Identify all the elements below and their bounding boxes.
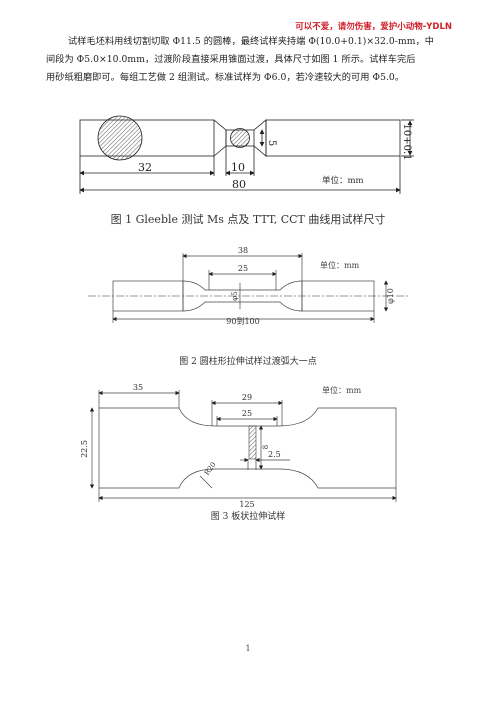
fig2-dim-phi5: φ5 bbox=[231, 291, 239, 300]
fig1-right-grip bbox=[265, 119, 401, 157]
fig1-dim-5: 5 bbox=[266, 140, 277, 146]
fig2-dim-total: 90到100 bbox=[226, 317, 259, 326]
watermark-text: 可以不爱，请勿伤害，爱护小动物-YDLN bbox=[295, 22, 452, 32]
paragraph-line: 间段为 Φ5.0×10.0mm，过渡阶段直接采用锥面过渡，具体尺寸如图 1 所示… bbox=[46, 53, 416, 65]
fig3-dim-8: 8 bbox=[262, 445, 270, 449]
figure2-caption: 图 2 圆柱形拉伸试样过渡弧大一点 bbox=[179, 357, 317, 367]
fig1-left-cone bbox=[213, 119, 227, 157]
fig3-dim-125: 125 bbox=[239, 500, 254, 509]
fig1-dim-10: 10+0.1 bbox=[401, 123, 412, 160]
fig1-dim-10-length: 10 bbox=[231, 161, 245, 174]
fig2-dim-38: 38 bbox=[238, 246, 248, 255]
fig2-dim-25: 25 bbox=[238, 264, 248, 273]
paragraph-line: 用砂纸粗磨即可。每组工艺做 2 组测试。标准试样为 Φ6.0，若冷速较大的可用 … bbox=[46, 71, 405, 83]
fig3-dim-2-5: 2.5 bbox=[268, 450, 281, 459]
fig1-unit-label: 单位：mm bbox=[322, 175, 364, 186]
figure1-drawing bbox=[79, 115, 414, 194]
figure2-drawing bbox=[88, 253, 408, 323]
fig2-unit-label: 单位：mm bbox=[320, 260, 360, 270]
body-paragraph: 试样毛坯料用线切割切取 Φ11.5 的圆棒，最终试样夹持端 Φ(10.0+0.1… bbox=[46, 33, 450, 86]
fig3-dim-22-5: 22.5 bbox=[80, 440, 89, 458]
figure1-caption: 图 1 Gleeble 测试 Ms 点及 TTT, CCT 曲线用试样尺寸 bbox=[110, 213, 386, 226]
fig3-thickness-section bbox=[248, 425, 257, 460]
fig3-dim-35: 35 bbox=[133, 383, 143, 392]
fig1-left-grip bbox=[79, 119, 215, 157]
figure3-caption: 图 3 板状拉伸试样 bbox=[210, 512, 286, 522]
fig1-end-view-large bbox=[97, 115, 143, 161]
fig3-dim-29: 29 bbox=[242, 393, 252, 402]
fig1-right-cone bbox=[253, 119, 267, 157]
fig3-unit-label: 单位：mm bbox=[322, 385, 362, 395]
paragraph-line: 试样毛坯料用线切割切取 Φ11.5 的圆棒，最终试样夹持端 Φ(10.0+0.1… bbox=[68, 36, 434, 47]
fig1-dim-80: 80 bbox=[232, 178, 246, 191]
fig3-dim-25: 25 bbox=[242, 409, 252, 418]
fig1-end-view-small bbox=[230, 128, 250, 148]
page-number: 1 bbox=[245, 644, 251, 653]
fig2-dim-phi10: φ10 bbox=[386, 288, 395, 304]
figure3-drawing bbox=[89, 390, 397, 502]
fig1-dim-32: 32 bbox=[138, 161, 152, 174]
